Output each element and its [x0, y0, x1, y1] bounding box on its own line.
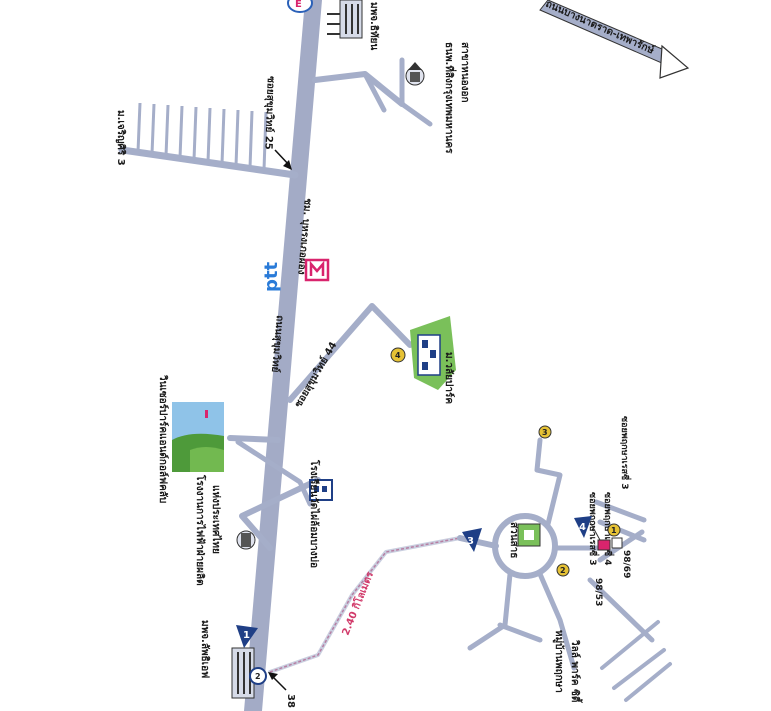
soi-44-label: ซอยสุขุมวิทย์ 44 [292, 340, 339, 410]
brand-e-logo: E [287, 0, 313, 13]
power-plant-icon [236, 530, 256, 550]
distance-label: 2.40 กิโลเมตร [339, 569, 377, 637]
svg-text:4: 4 [579, 522, 586, 533]
svg-text:2: 2 [255, 672, 261, 681]
golf-label: วินเซอร์ปาร์คแอนด์กอล์ฟคลับ [157, 375, 169, 504]
power-label-2: แห่งประเทศไทย [210, 485, 223, 554]
marker-yellow-4: 4 [390, 347, 406, 363]
hospital-top-icon [327, 0, 363, 39]
school-north-label-2: สาขาหนองอก [459, 42, 470, 103]
school-north-icon [405, 62, 425, 86]
hospital-top-label: มพจ.ธิทัยน [368, 2, 380, 50]
school-west-label: โรงเรียนวัดไผ่ล้อมบางบ่อ [308, 459, 321, 568]
power-label: โรงงานการไฟฟ้าฝ่ายผลิต [194, 474, 207, 586]
ne-branch-roads [312, 57, 433, 127]
moo-villa-label: ม.วลัยปาร์ค [443, 352, 455, 404]
soi-44-road [287, 303, 413, 403]
marker-blue-4: 4 [574, 516, 592, 538]
svg-text:3: 3 [467, 536, 474, 547]
west-branch-roads [227, 435, 321, 551]
svg-text:3: 3 [542, 428, 548, 437]
house-9853-label: 98/53 [593, 578, 603, 606]
golf-image [172, 402, 224, 472]
soi-25-arrow [274, 149, 292, 170]
hospital-bottom-icon [231, 647, 255, 699]
brand-m-logo [304, 258, 330, 282]
soi-25-road [118, 102, 299, 179]
house-9869-label: 98/69 [621, 550, 631, 578]
marker-yellow-1: 1 [607, 523, 621, 537]
top-road-arrow: ถนนบางนาตราด-เทพารักษ์ [539, 0, 690, 79]
village-label: หมู่บ้านพฤกษา [552, 630, 565, 693]
num-38-label: 38 [285, 694, 296, 708]
village-label-2: วิลล์ พาร์ค ซิตี้ [569, 640, 583, 704]
roundabout-label: สวนสาธ [508, 522, 519, 558]
village-roads [587, 499, 672, 702]
main-road-label: ถนนสุขุมวิทย์ [269, 315, 286, 373]
svg-text:2: 2 [560, 566, 566, 575]
moo-villa-park [410, 316, 456, 390]
svg-text:E: E [295, 0, 302, 10]
marker-blue-1: 1 [236, 625, 258, 648]
ptt-logo: ptt [261, 262, 282, 292]
marker-blue-3: 3 [462, 528, 482, 552]
marker-yellow-3: 3 [538, 425, 552, 439]
svg-text:4: 4 [395, 351, 401, 360]
hospital-bottom-label: มพจ.ลัพธิเอฟ [199, 620, 211, 678]
svg-text:1: 1 [611, 526, 617, 535]
top-road-label: ถนนบางนาตราด-เทพารักษ์ [544, 0, 656, 57]
marker-yellow-2: 2 [556, 563, 570, 577]
arrow-38 [268, 672, 287, 691]
school-west-icon [309, 479, 333, 501]
main-road [244, 0, 322, 711]
school-north-label: ธนพ.ที่สิงกรุงเทพมหานคร [443, 42, 457, 154]
route-path [268, 536, 462, 674]
roundabout-roads [457, 437, 603, 671]
target-house [589, 521, 623, 551]
svg-text:1: 1 [243, 630, 250, 641]
marker-circle-2: 2 [249, 667, 267, 685]
soi-p3b-label: ซอยพฤกษาเรสซี่ 3 [619, 416, 632, 490]
soi-25-label: ซอยสุขุมวิทย์ 25 [262, 76, 277, 150]
moo-charoen-label: ม.เจริญศิริ 3 [115, 110, 127, 166]
roundabout-park [517, 523, 541, 547]
